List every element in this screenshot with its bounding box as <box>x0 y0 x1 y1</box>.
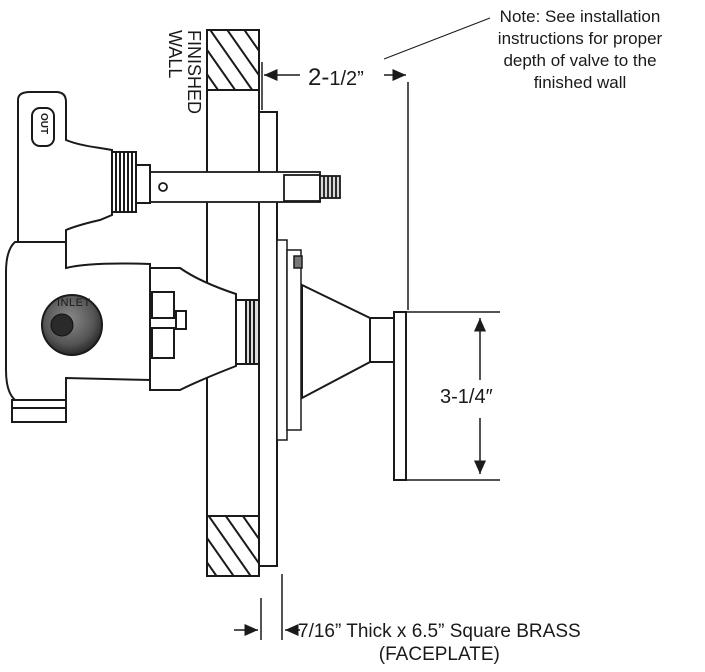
note-line-1: Note: See installation <box>499 7 661 26</box>
handle <box>301 283 407 481</box>
note-leader-line <box>383 17 491 60</box>
note-line-2: instructions for proper <box>497 29 663 48</box>
depth-dimension-fraction: 1/2” <box>329 68 364 90</box>
depth-dimension-label: 2-1/2” <box>308 64 364 92</box>
faceplate-label-line2: (FACEPLATE) <box>378 644 500 665</box>
finished-wall-label-line2: WALL <box>165 30 185 79</box>
depth-dimension <box>261 62 409 310</box>
wall-hatch-top <box>206 29 260 91</box>
faceplate-label: 7/16” Thick x 6.5” Square BRASS (FACEPLA… <box>298 620 581 666</box>
inlet-port <box>41 294 103 356</box>
upper-stem <box>149 171 341 203</box>
height-dimension-label: 3-1/4″ <box>440 386 493 408</box>
handle-plate <box>393 311 407 481</box>
faceplate-label-line1: 7/16” Thick x 6.5” Square BRASS <box>298 621 581 642</box>
height-dimension <box>406 311 500 481</box>
note-line-3: depth of valve to the <box>503 51 657 70</box>
finished-wall-label-line1: FINISHED <box>184 30 204 115</box>
installation-note: Note: See installation instructions for … <box>465 6 695 94</box>
note-line-4: finished wall <box>533 73 627 92</box>
inlet-label: INLET <box>57 297 91 309</box>
escutcheon <box>276 239 303 441</box>
faceplate-dimension <box>234 574 300 640</box>
wall-hatch-bottom <box>206 515 260 577</box>
outlet-label: OUT <box>38 112 50 135</box>
depth-dimension-main: 2- <box>308 64 330 91</box>
finished-wall-label: FINISHED WALL <box>165 30 204 115</box>
outlet-port <box>31 107 55 147</box>
